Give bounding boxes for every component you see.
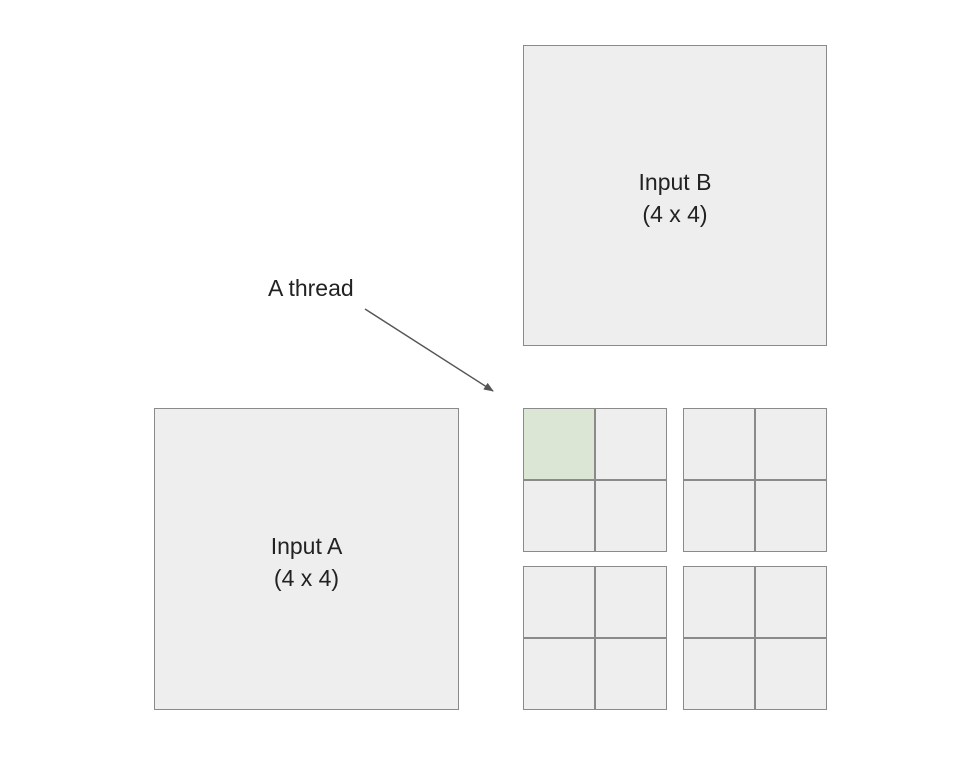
output-tile-bottom-left xyxy=(523,566,667,710)
output-cell xyxy=(523,638,595,710)
output-cell xyxy=(683,638,755,710)
output-tile-bottom-right xyxy=(683,566,827,710)
output-cell xyxy=(683,480,755,552)
output-cell xyxy=(595,408,667,480)
input-b-box: Input B (4 x 4) xyxy=(523,45,827,346)
output-cell-highlighted-thread xyxy=(523,408,595,480)
output-cell xyxy=(755,480,827,552)
output-cell xyxy=(523,480,595,552)
input-b-size: (4 x 4) xyxy=(642,201,708,227)
output-cell xyxy=(683,408,755,480)
output-tile-top-right xyxy=(683,408,827,552)
thread-callout-label: A thread xyxy=(268,275,354,301)
output-cell xyxy=(683,566,755,638)
output-cell xyxy=(755,408,827,480)
input-a-title: Input A xyxy=(270,533,343,559)
output-cell xyxy=(523,566,595,638)
output-cell xyxy=(595,566,667,638)
output-cell xyxy=(595,638,667,710)
output-cell xyxy=(755,638,827,710)
output-cell xyxy=(595,480,667,552)
input-a-size: (4 x 4) xyxy=(273,565,340,591)
input-b-title: Input B xyxy=(638,169,712,195)
output-cell xyxy=(755,566,827,638)
input-a-box: Input A (4 x 4) xyxy=(154,408,459,710)
output-tile-top-left xyxy=(523,408,667,552)
